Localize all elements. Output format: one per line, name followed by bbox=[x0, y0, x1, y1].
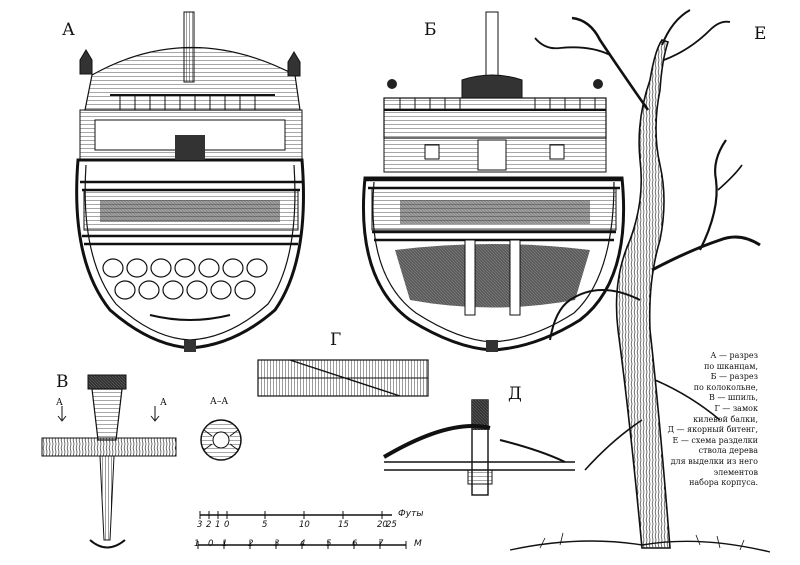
label-section-a: А bbox=[62, 20, 75, 40]
scale-feet-tick: 2 bbox=[206, 520, 212, 530]
scale-feet-tick: 20 bbox=[377, 520, 388, 530]
scale-meters-tick: 5 bbox=[326, 539, 332, 549]
legend-line: по шканцам, bbox=[704, 361, 758, 371]
scale-meters-tick: 1 bbox=[194, 539, 200, 549]
anchor-bitt-detail-d bbox=[382, 399, 575, 496]
legend-line: килевой балки, bbox=[693, 414, 758, 424]
scale-meters-tick: 0 bbox=[208, 539, 214, 549]
section-aa-detail bbox=[200, 419, 242, 461]
tree-diagram-e bbox=[509, 9, 771, 553]
scale-meters-tick: 4 bbox=[300, 539, 306, 549]
scale-meters-unit: М bbox=[414, 539, 422, 549]
scale-meters-tick: 2 bbox=[248, 539, 254, 549]
legend-line: набора корпуса. bbox=[689, 478, 758, 488]
scale-meters-tick: 3 bbox=[274, 539, 280, 549]
legend-line: по колокольне, bbox=[693, 382, 758, 392]
legend-line: Д — якорный битенг, bbox=[667, 425, 758, 435]
scale-bars bbox=[197, 511, 407, 549]
label-section-b: Б bbox=[424, 20, 437, 40]
scale-feet-tick: 10 bbox=[299, 520, 310, 530]
scale-feet-tick: 15 bbox=[338, 520, 349, 530]
legend-line: для выделки из него bbox=[670, 456, 758, 466]
scale-feet-unit: Футы bbox=[398, 509, 424, 519]
scale-feet-tick: 5 bbox=[262, 520, 268, 530]
section-a-hull bbox=[75, 11, 305, 352]
capstan-detail-v bbox=[41, 374, 177, 549]
scale-meters-tick: 6 bbox=[352, 539, 358, 549]
scale-feet-tick: 3 bbox=[197, 520, 203, 530]
legend-line: ствола дерева bbox=[698, 446, 758, 456]
keel-scarf-detail-g bbox=[257, 359, 429, 397]
scale-meters-tick: 1 bbox=[222, 539, 228, 549]
legend-line: Б — разрез bbox=[710, 372, 758, 382]
legend-line: элементов bbox=[713, 467, 758, 477]
legend-line: А — разрез bbox=[710, 351, 758, 360]
legend-line: Г — замок bbox=[714, 403, 758, 413]
label-detail-d: Д bbox=[508, 384, 522, 404]
label-section-e: Е bbox=[754, 24, 767, 44]
label-section-aa: А–А bbox=[210, 397, 229, 407]
scale-feet-tick: 0 bbox=[224, 520, 230, 530]
scale-feet-tick: 25 bbox=[386, 520, 397, 530]
label-arrow-a-left: А bbox=[56, 398, 63, 408]
label-detail-g: Г bbox=[330, 330, 342, 350]
legend-line: В — шпиль, bbox=[708, 393, 758, 403]
label-arrow-a-right: А bbox=[160, 398, 167, 408]
scale-meters-tick: 7 bbox=[378, 539, 384, 549]
scale-feet-tick: 1 bbox=[215, 520, 221, 530]
legend-line: Е — схема разделки bbox=[672, 435, 758, 445]
label-detail-v: В bbox=[56, 372, 69, 392]
section-b-hull bbox=[361, 11, 626, 352]
